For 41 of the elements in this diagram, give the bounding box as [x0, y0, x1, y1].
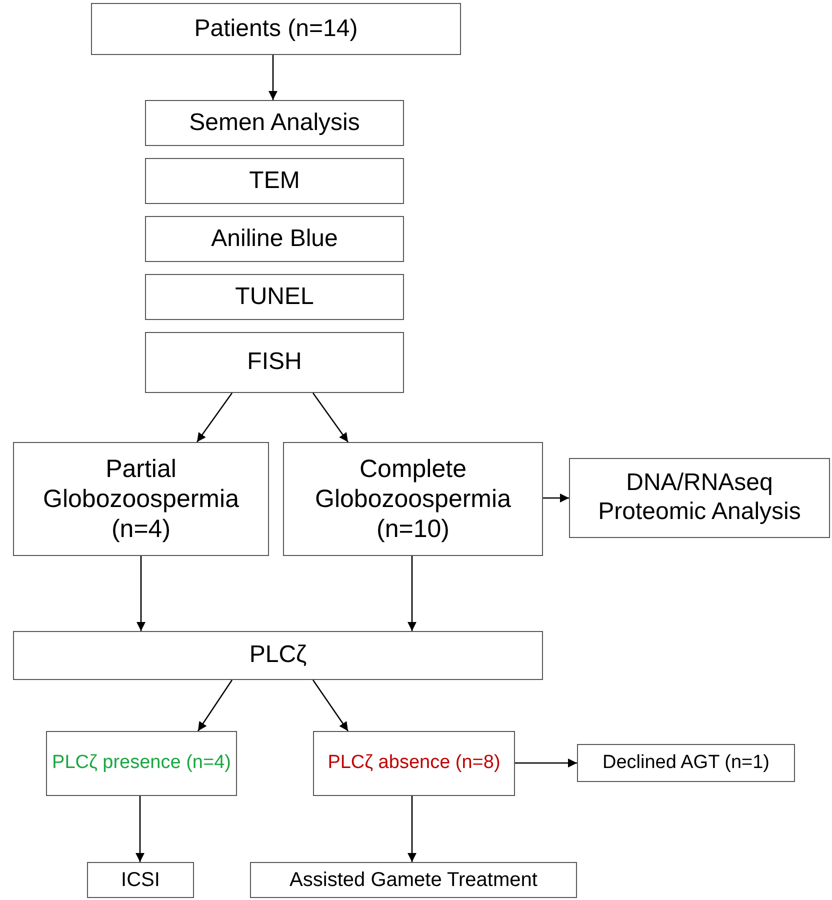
box-label: Complete Globozoospermia (n=10) [314, 454, 512, 544]
arrow [515, 758, 577, 768]
process-box [145, 274, 404, 320]
box-label: TEM [248, 166, 301, 196]
process-box [145, 158, 404, 204]
process-box [569, 458, 830, 538]
arrow [408, 556, 416, 631]
process-box [250, 862, 577, 898]
arrow [197, 680, 233, 732]
box-label: PLCζ presence (n=4) [51, 752, 232, 775]
box-label: FISH [246, 348, 303, 377]
arrow [408, 796, 416, 862]
arrow [312, 392, 349, 442]
arrow [312, 680, 349, 732]
process-box [13, 442, 269, 556]
process-box [577, 744, 795, 782]
box-label: DNA/RNAseq Proteomic Analysis [597, 469, 802, 527]
box-label: Declined AGT (n=1) [601, 752, 771, 774]
box-label: Assisted Gamete Treatment [288, 868, 538, 892]
arrow [268, 55, 278, 100]
process-box [13, 631, 543, 680]
arrow [196, 392, 233, 442]
process-box [87, 862, 194, 898]
process-box [283, 442, 543, 556]
arrow [136, 796, 144, 862]
arrow [543, 494, 569, 502]
box-label: Aniline Blue [210, 224, 339, 254]
box-label: TUNEL [234, 282, 315, 312]
process-box [313, 731, 515, 796]
box-label: Patients (n=14) [193, 14, 359, 44]
box-label: Semen Analysis [188, 108, 361, 138]
process-box [145, 100, 404, 146]
process-box [145, 332, 404, 393]
box-label: Partial Globozoospermia (n=4) [42, 454, 240, 544]
process-box [91, 3, 461, 55]
box-label: PLCζ [248, 641, 308, 670]
process-box [46, 731, 237, 796]
process-box [145, 216, 404, 262]
box-label: ICSI [120, 868, 161, 892]
arrow [136, 556, 146, 631]
box-label: PLCζ absence (n=8) [326, 752, 502, 775]
